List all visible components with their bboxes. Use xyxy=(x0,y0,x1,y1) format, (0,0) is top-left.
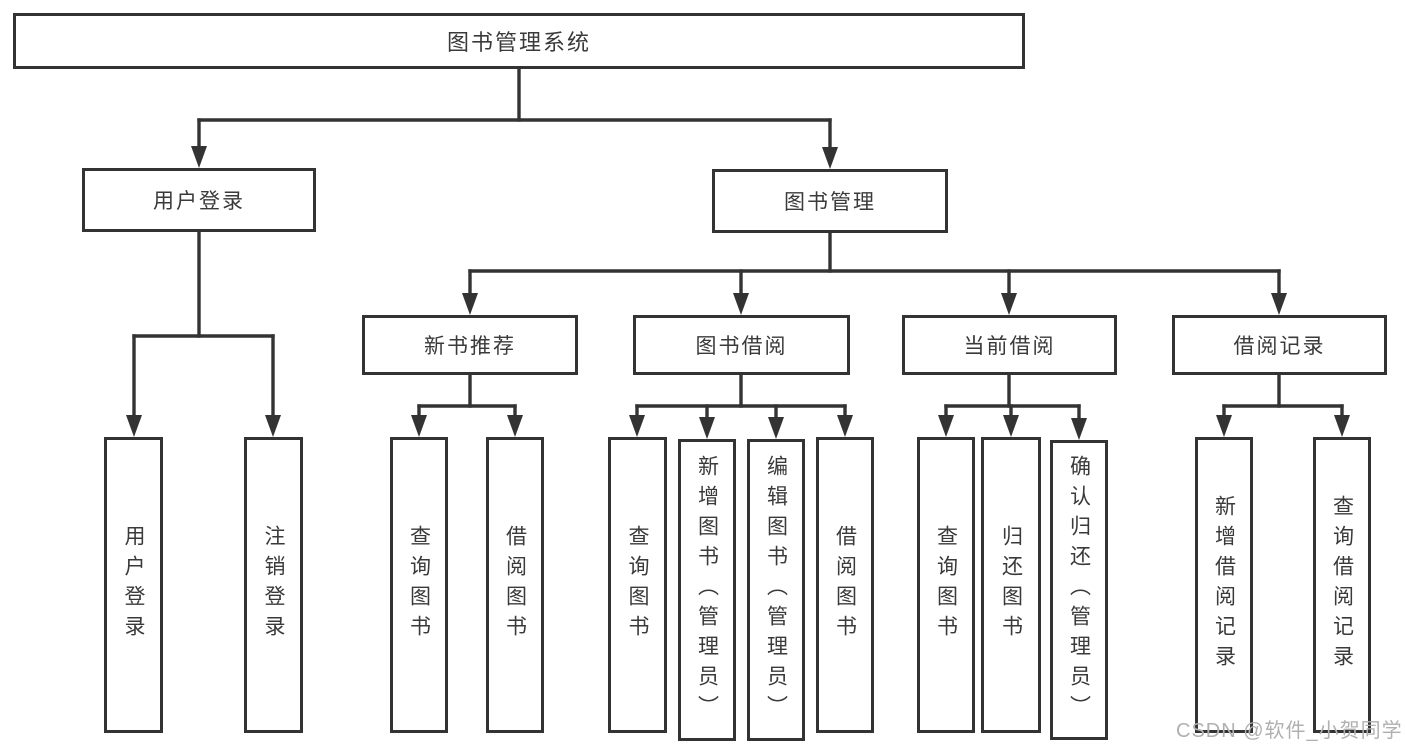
node-label: 图书管理系统 xyxy=(446,30,591,55)
node-label: 图书借阅 xyxy=(695,335,788,358)
leaf-borrow-edit-books-admin: 编辑图书（管理员） xyxy=(747,439,805,741)
node-label: 当前借阅 xyxy=(963,335,1056,358)
node-label: 图书管理 xyxy=(784,191,876,214)
node-label: 查询图书 xyxy=(934,525,958,645)
node-book-management: 图书管理 xyxy=(712,169,948,233)
csdn-watermark: CSDN @软件_小贺同学 xyxy=(1176,720,1403,742)
node-label: 用户登录 xyxy=(122,525,145,645)
node-label: 新增借阅记录 xyxy=(1212,495,1236,675)
node-label: 借阅图书 xyxy=(833,525,857,645)
node-label: 借阅记录 xyxy=(1233,335,1326,358)
leaf-recommend-query-books: 查询图书 xyxy=(390,437,448,733)
node-borrow-records: 借阅记录 xyxy=(1172,315,1387,375)
node-label: 查询借阅记录 xyxy=(1330,495,1354,675)
leaf-borrow-query-books: 查询图书 xyxy=(608,437,667,733)
leaf-borrow-add-books-admin: 新增图书（管理员） xyxy=(678,439,736,741)
node-new-book-recommend: 新书推荐 xyxy=(362,315,578,375)
node-label: 新增图书（管理员） xyxy=(695,455,719,725)
leaf-records-query-record: 查询借阅记录 xyxy=(1313,437,1371,733)
node-label: 归还图书 xyxy=(999,525,1023,645)
node-book-borrow: 图书借阅 xyxy=(633,315,850,375)
leaf-borrow-borrow-books: 借阅图书 xyxy=(816,437,874,733)
node-label: 查询图书 xyxy=(626,525,649,645)
node-label: 注销登录 xyxy=(262,525,285,645)
node-label: 编辑图书（管理员） xyxy=(764,455,788,725)
leaf-records-add-record: 新增借阅记录 xyxy=(1195,437,1253,733)
leaf-user-login: 用户登录 xyxy=(104,437,163,733)
node-label: 用户登录 xyxy=(153,190,245,213)
node-library-management-system: 图书管理系统 xyxy=(13,13,1025,69)
leaf-current-query-books: 查询图书 xyxy=(917,437,975,733)
node-label: 确认归还（管理员） xyxy=(1067,455,1091,725)
leaf-current-return-books: 归还图书 xyxy=(981,437,1041,733)
leaf-logout-login: 注销登录 xyxy=(244,437,303,733)
leaf-current-confirm-return-admin: 确认归还（管理员） xyxy=(1050,440,1108,740)
node-label: 新书推荐 xyxy=(424,335,516,358)
node-label: 借阅图书 xyxy=(503,525,527,645)
leaf-recommend-borrow-books: 借阅图书 xyxy=(486,437,544,733)
node-label: 查询图书 xyxy=(407,525,431,645)
node-current-borrow: 当前借阅 xyxy=(902,315,1117,375)
node-user-login: 用户登录 xyxy=(82,168,316,232)
